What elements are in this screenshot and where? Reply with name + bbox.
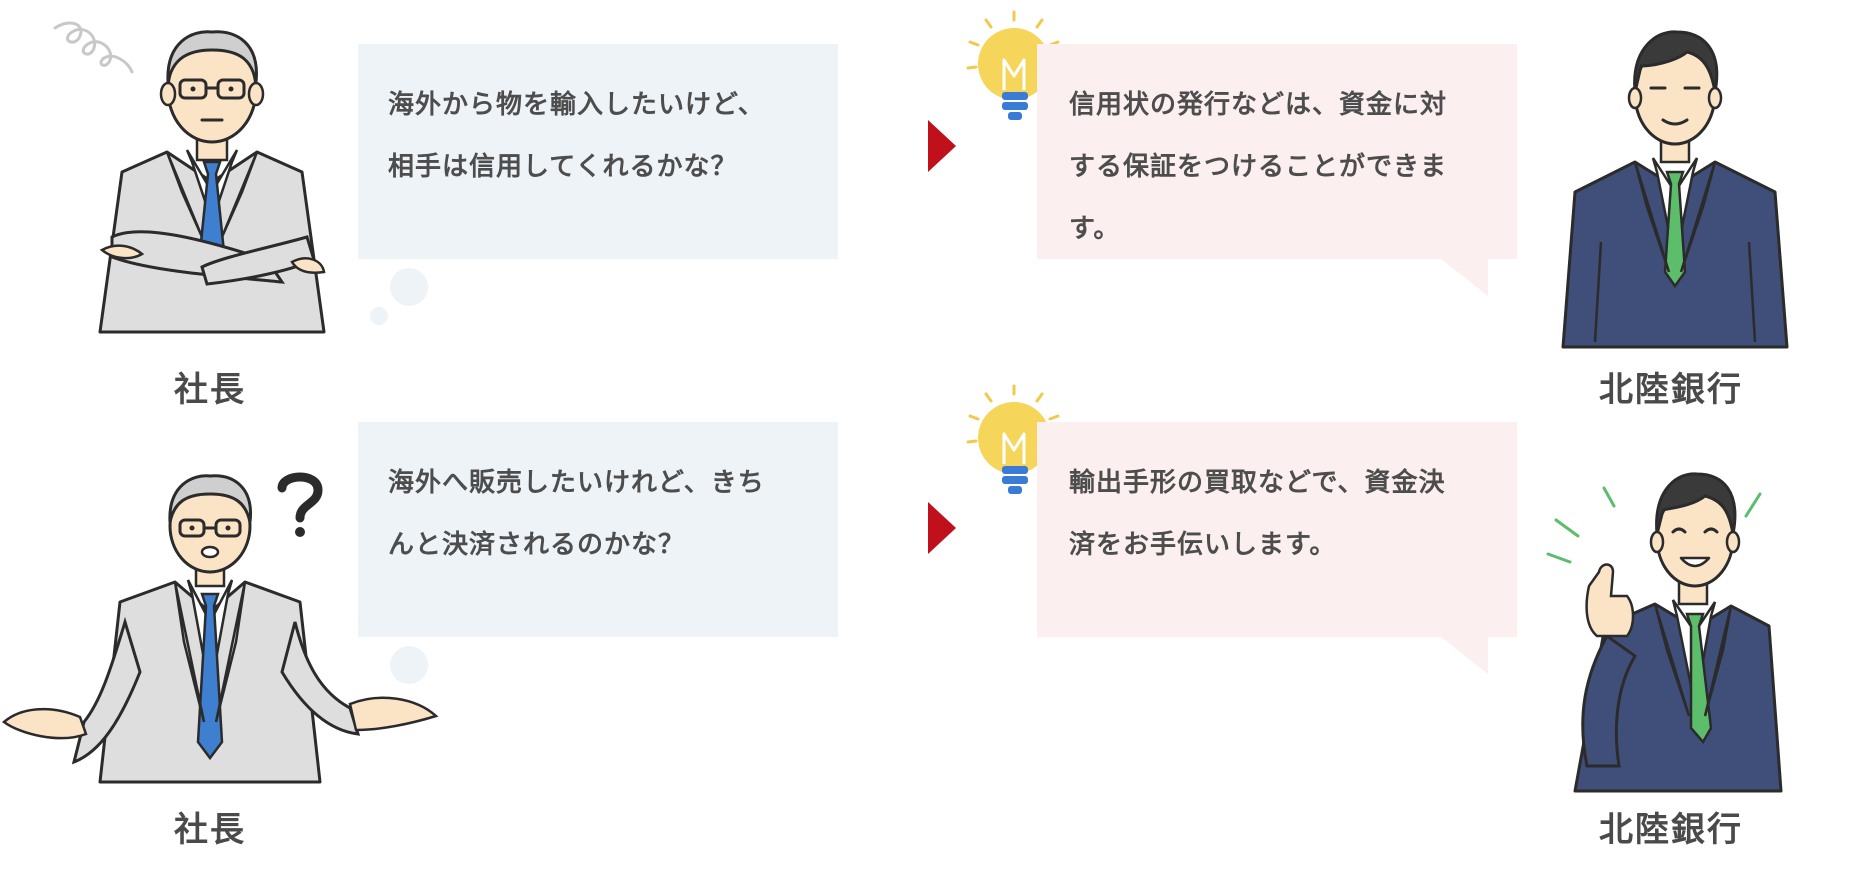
bank-staff-illustration: [1561, 30, 1789, 349]
answer-bubble-tail: [1440, 636, 1488, 674]
question-line: 海外から物を輸入したいけど、: [388, 90, 765, 120]
president-arms-crossed-illustration: [98, 30, 326, 334]
question-line: 相手は信用してくれるかな？: [388, 152, 738, 182]
speaker-label-bank: 北陸銀行: [1599, 810, 1743, 850]
question-line: んと決済されるのかな？: [388, 530, 686, 560]
thinking-scribble-icon: [53, 21, 134, 74]
lightbulb-icon: [966, 10, 1062, 120]
question-bubble: 海外から物を輸入したいけど、 相手は信用してくれるかな？: [358, 44, 838, 259]
answer-bubble-tail: [1440, 258, 1488, 296]
thought-dot-large: [390, 268, 428, 306]
speaker-label-president: 社長: [174, 810, 246, 850]
sparkle-lines-icon: [1546, 486, 1762, 564]
question-bubble: 海外へ販売したいけれど、きち んと決済されるのかな？: [358, 422, 838, 637]
speaker-label-president: 社長: [174, 370, 246, 410]
answer-bubble: 輸出手形の買取などで、資金決 済をお手伝いします。: [1037, 422, 1517, 637]
thought-dot-large: [390, 646, 428, 684]
answer-bubble: 信用状の発行などは、資金に対 する保証をつけることができま す。: [1037, 44, 1517, 259]
arrow-right-icon: [928, 120, 956, 172]
bank-staff-thumbs-up-illustration: [1573, 472, 1783, 793]
question-line: 海外へ販売したいけれど、きち: [388, 468, 765, 498]
answer-line: す。: [1069, 214, 1121, 244]
arrow-right-icon: [928, 502, 956, 554]
question-mark-icon: [277, 472, 323, 537]
thought-dot-small: [370, 307, 388, 325]
answer-line: する保証をつけることができま: [1069, 152, 1448, 182]
speaker-label-bank: 北陸銀行: [1599, 370, 1743, 410]
president-shrugging-illustration: [2, 474, 439, 784]
answer-line: 輸出手形の買取などで、資金決: [1069, 468, 1446, 498]
answer-line: 信用状の発行などは、資金に対: [1069, 90, 1448, 120]
answer-line: 済をお手伝いします。: [1069, 530, 1337, 560]
